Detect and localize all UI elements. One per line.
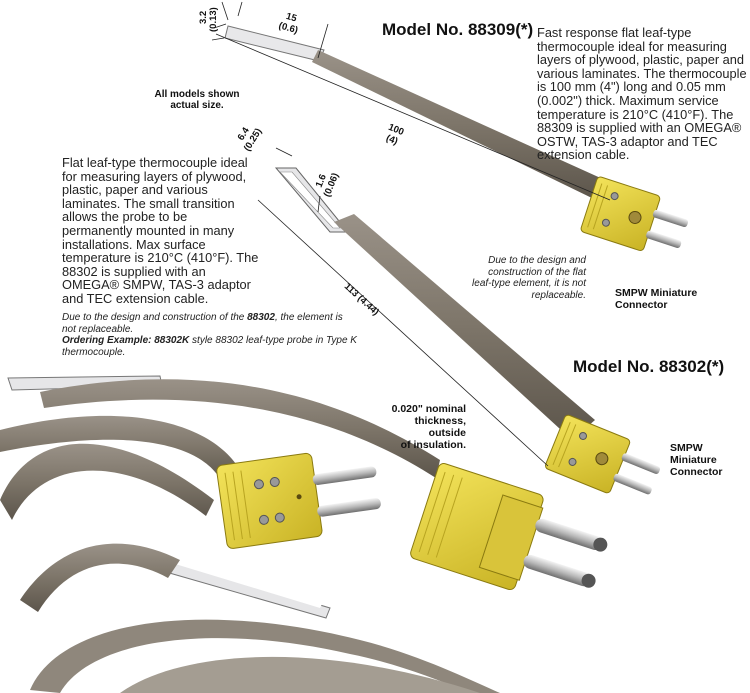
dim-value: (0.13) (208, 7, 219, 32)
connector-label-line: SMPW (670, 442, 703, 454)
dim-88309-width-in: (0.13) (208, 7, 219, 32)
leaf-tip-88309 (224, 25, 325, 62)
ordering-code: 88302K (154, 335, 190, 346)
probe-88309 (215, 25, 688, 252)
insulation-line: thickness, outside (414, 415, 466, 439)
actual-size-note: All models shown actual size. (132, 89, 262, 111)
insulation-line: 0.020" nominal (391, 403, 466, 415)
model-88302-note: Due to the design and construction of th… (62, 312, 352, 335)
ordering-text: style 88302 leaf-type probe in Type K th… (62, 335, 357, 358)
connector-label-line: Connector (615, 299, 668, 311)
connector-label-line: SMPW Miniature (615, 287, 698, 299)
model-88309-description: Fast response flat leaf-type thermocoupl… (537, 25, 747, 163)
cable-88302 (334, 214, 595, 440)
cable-88309 (312, 50, 605, 200)
connector-88309 (580, 176, 688, 252)
model-88302-connector-label: SMPW Miniature Connector (670, 442, 723, 478)
probe-88302 (257, 167, 660, 495)
actual-size-line: All models shown (154, 89, 240, 100)
ordering-example: Ordering Example: 88302K style 88302 lea… (62, 335, 362, 358)
model-88302-title: Model No. 88302(*) (573, 357, 725, 376)
model-88309-note: Due to the design and construction of th… (472, 255, 586, 301)
connector-lower-left (216, 452, 381, 549)
ordering-label: Ordering Example: (62, 335, 152, 346)
leaf-tip-left-lower (165, 559, 331, 619)
connector-label-line: Connector (670, 466, 723, 478)
insulation-line: of insulation. (400, 439, 466, 451)
insulation-note: 0.020" nominal thickness, outside of ins… (378, 403, 466, 451)
model-88302-description: Flat leaf-type thermocouple ideal for me… (62, 155, 259, 306)
dimension-marks (211, 1, 329, 213)
connector-label-line: Miniature (670, 454, 717, 466)
note-text: , the element is not replaceable. (62, 312, 343, 335)
connector-large (410, 463, 608, 591)
actual-size-line: actual size. (170, 100, 224, 111)
coiled-probes (0, 375, 608, 693)
note-model: 88302 (247, 312, 275, 323)
model-88309-title: Model No. 88309(*) (382, 20, 534, 39)
note-text: Due to the design and construction of th… (62, 312, 248, 323)
connector-88302 (544, 414, 660, 495)
model-88309-connector-label: SMPW Miniature Connector (615, 287, 697, 311)
